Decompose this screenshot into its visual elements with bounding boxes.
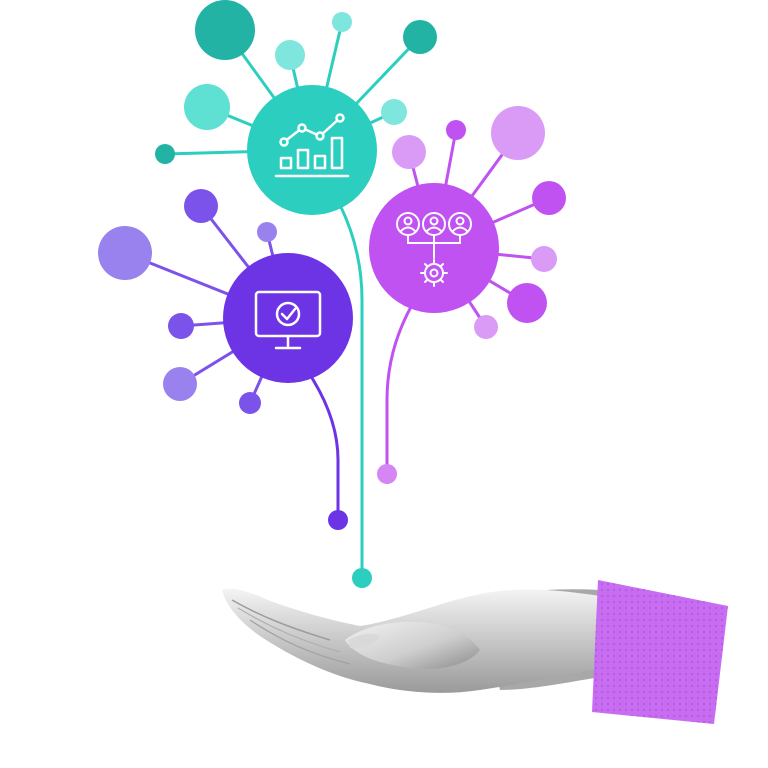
team-automation-cluster xyxy=(369,106,566,484)
node-dot xyxy=(392,135,426,169)
node-dot xyxy=(168,313,194,339)
node-dot xyxy=(239,392,261,414)
node-dot xyxy=(403,20,437,54)
node-dot xyxy=(507,283,547,323)
stem-line xyxy=(338,203,364,580)
analytics-hub xyxy=(247,85,377,215)
node-dot xyxy=(381,99,407,125)
bar-chart-trend-icon xyxy=(274,113,350,178)
monitor-check-icon xyxy=(254,290,322,350)
node-dot xyxy=(491,106,545,160)
open-palm-hand xyxy=(222,588,606,693)
node-dot xyxy=(446,120,466,140)
node-dot xyxy=(275,40,305,70)
node-dot xyxy=(195,0,255,60)
stem-end-dot xyxy=(352,568,372,588)
node-dot xyxy=(184,189,218,223)
sleeve xyxy=(592,580,728,724)
node-dot xyxy=(155,144,175,164)
node-dot xyxy=(474,315,498,339)
node-dot xyxy=(163,367,197,401)
node-dot xyxy=(332,12,352,32)
analytics-cluster xyxy=(155,0,437,588)
node-dot xyxy=(257,222,277,242)
stem-line xyxy=(310,376,340,522)
node-dot xyxy=(98,226,152,280)
stem-line xyxy=(385,303,414,476)
node-dot xyxy=(532,181,566,215)
node-dot xyxy=(184,84,230,130)
monitor-check-cluster xyxy=(98,189,353,530)
team-gear-icon xyxy=(396,212,472,287)
node-dot xyxy=(531,246,557,272)
stem-end-dot xyxy=(377,464,397,484)
stem-end-dot xyxy=(328,510,348,530)
